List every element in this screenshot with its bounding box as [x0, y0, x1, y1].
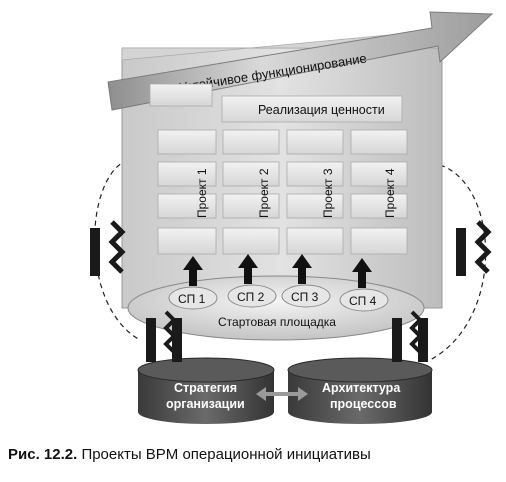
figure-caption: Рис. 12.2. Проекты BPM операционной иниц…: [8, 446, 498, 463]
strategy-label-line1: Стратегия: [174, 381, 237, 395]
sp-ellipse-2: [227, 284, 277, 308]
bpm-diagram: Устойчивое функционирование Реализация ц…: [90, 11, 494, 424]
project-label-1: Проект 1: [195, 168, 209, 218]
sp-ellipse-1: [168, 286, 218, 310]
drill-icon-right-side: [456, 220, 492, 276]
architecture-label-line1: Архитектура: [322, 381, 401, 395]
project-label-3: Проект 3: [321, 168, 335, 218]
project-label-2: Проект 2: [257, 168, 271, 218]
project-label-4: Проект 4: [383, 168, 397, 218]
cylinder-double-arrow: [256, 387, 308, 401]
value-block: [221, 95, 403, 123]
architecture-cylinder: [287, 357, 433, 424]
right-dashed-loop: [429, 164, 487, 361]
sp-label-3: СП 3: [291, 290, 319, 304]
sp-ellipse-4: [339, 288, 389, 312]
project-columns: [157, 129, 408, 255]
figure-number: Рис. 12.2.: [8, 446, 78, 463]
sp-ellipse-3: [281, 284, 331, 308]
strategy-label-line2: организации: [166, 397, 245, 411]
figure-caption-text: Проекты BPM операционной инициативы: [81, 446, 371, 463]
sp-label-2: СП 2: [237, 290, 265, 304]
sp-label-4: СП 4: [349, 294, 377, 308]
drill-icon-strategy: [146, 310, 182, 362]
platform-label: Стартовая площадка: [218, 315, 336, 329]
drill-icon-left-side: [90, 220, 126, 276]
sp-arrows: [183, 254, 372, 288]
value-label: Реализация ценности: [258, 103, 385, 117]
drill-icon-architecture: [392, 310, 428, 362]
architecture-label-line2: процессов: [330, 397, 397, 411]
sp-label-1: СП 1: [178, 292, 206, 306]
strategy-cylinder: [137, 357, 275, 424]
